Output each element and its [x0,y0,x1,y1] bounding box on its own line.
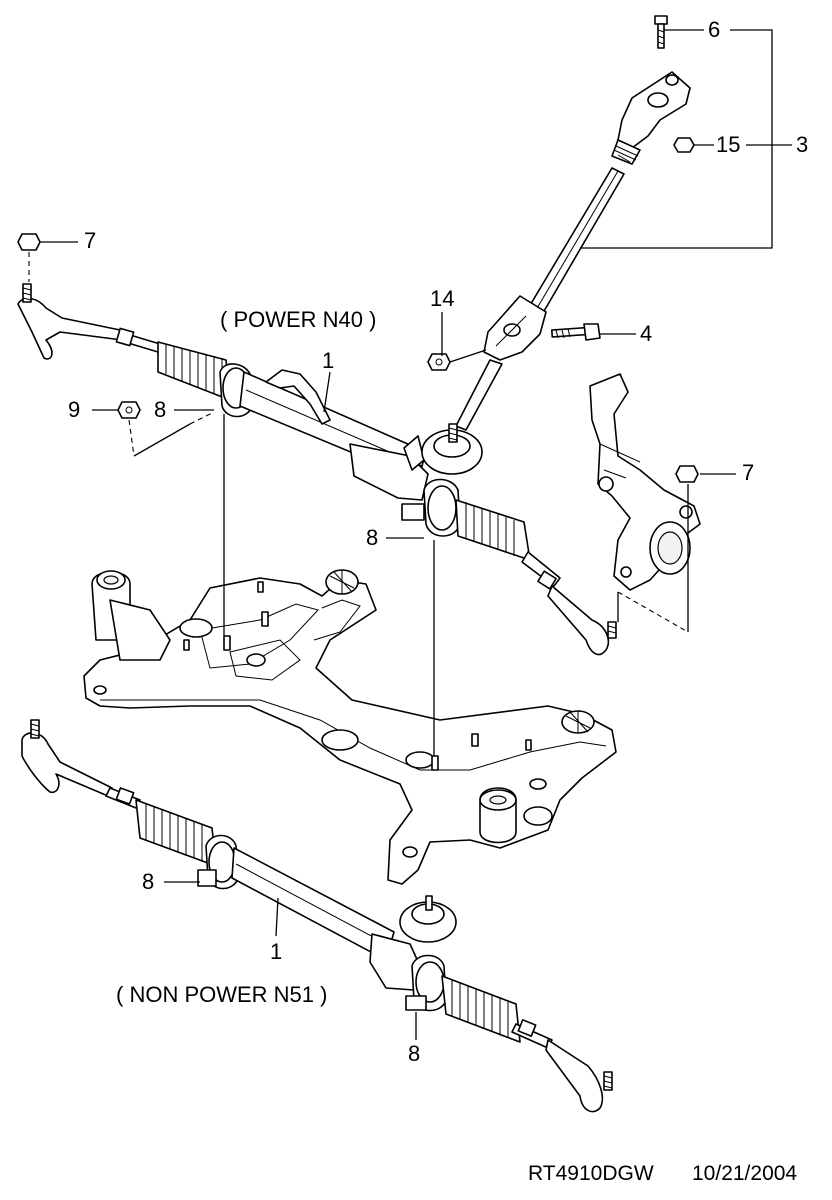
power-rack-assembly [17,283,617,656]
callout-9: 9 [68,397,81,422]
intermediate-shaft [455,71,691,431]
leader-lines [28,29,792,1040]
bolt-4 [550,323,601,341]
callout-8-mid: 8 [366,525,379,550]
callout-4: 4 [640,321,653,346]
callout-3: 3 [796,132,809,157]
callout-8-lower: 8 [142,869,155,894]
nut-9 [117,401,141,419]
nut-14 [427,353,451,371]
callout-7-top: 7 [84,228,97,253]
front-subframe [83,569,617,885]
bolt-6 [654,15,668,49]
caption-non-power: ( NON POWER N51 ) [116,982,328,1007]
callout-1-non-power: 1 [270,939,283,964]
nut-7-top [17,233,41,251]
callout-15: 15 [716,132,741,157]
callout-1-power: 1 [322,348,335,373]
nut-15 [673,137,695,153]
callout-8-left: 8 [154,397,167,422]
callout-8-bottom: 8 [408,1041,421,1066]
steering-knuckle [589,373,701,591]
nut-7-right [675,465,699,483]
callout-6: 6 [708,17,721,42]
subframe-studs [183,581,532,771]
drawing-code: RT4910DGW [528,1162,654,1185]
callout-14: 14 [430,286,455,311]
caption-power: ( POWER N40 ) [220,307,377,332]
non-power-rack-assembly [21,719,613,1113]
callout-7-right: 7 [742,460,755,485]
drawing-date: 10/21/2004 [692,1162,798,1185]
